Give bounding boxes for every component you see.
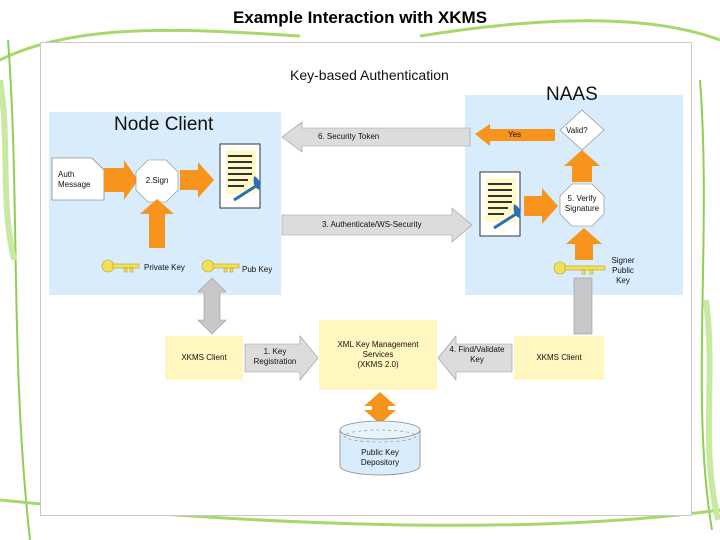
find-validate-arrow bbox=[437, 335, 513, 381]
authenticate-label: 3. Authenticate/WS-Security bbox=[322, 220, 422, 229]
repository-cylinder bbox=[339, 420, 421, 476]
auth-to-sign-arrow bbox=[104, 160, 138, 200]
signer-key-line: Key bbox=[616, 276, 630, 285]
authenticate-arrow bbox=[281, 207, 473, 243]
xkms-client-right-box bbox=[514, 336, 604, 380]
repository-label: Public Key Depository bbox=[340, 448, 420, 468]
verify-label-line: 5. Verify bbox=[567, 194, 597, 203]
sign-to-doc-arrow bbox=[180, 162, 214, 198]
xkms-services-box bbox=[319, 320, 437, 390]
auth-message-label: Auth Message bbox=[52, 170, 108, 190]
repository-line: Public Key bbox=[361, 448, 399, 457]
valid-label: Valid? bbox=[566, 126, 588, 135]
find-validate-line: 4. Find/Validate bbox=[449, 345, 505, 354]
yes-label: Yes bbox=[508, 130, 522, 139]
xkms-client-left-label: XKMS Client bbox=[181, 353, 227, 362]
node-client-label: Node Client bbox=[114, 114, 214, 135]
signed-document-icon-left bbox=[219, 143, 261, 209]
key-registration-line: Registration bbox=[253, 357, 297, 366]
signer-key-line: Signer bbox=[611, 256, 635, 265]
pub-key-icon bbox=[201, 259, 240, 273]
doc-to-verify-arrow bbox=[524, 188, 558, 224]
key-registration-line: 1. Key bbox=[263, 347, 287, 356]
naas-label: NAAS bbox=[546, 84, 598, 105]
xkms-client-left-box bbox=[165, 336, 243, 380]
auth-message-line: Message bbox=[58, 180, 91, 189]
naas-xkms-link-bar bbox=[573, 277, 593, 335]
private-key-up-arrow bbox=[140, 199, 174, 248]
signer-key-line: Public bbox=[612, 266, 634, 275]
repository-line: Depository bbox=[360, 458, 400, 467]
key-registration-arrow bbox=[244, 335, 319, 381]
find-validate-label: 4. Find/Validate Key bbox=[442, 345, 512, 365]
find-validate-line: Key bbox=[470, 355, 484, 364]
node-xkms-link-arrow bbox=[197, 277, 227, 335]
xkms-services-line: XML Key Management bbox=[337, 340, 419, 349]
signed-document-icon-right bbox=[479, 171, 521, 237]
auth-message-line: Auth bbox=[58, 170, 75, 179]
signer-key-label: Signer Public Key bbox=[604, 256, 642, 286]
xkms-services-line: Services bbox=[362, 350, 394, 359]
security-token-label: 6. Security Token bbox=[318, 132, 380, 141]
private-key-label: Private Key bbox=[144, 263, 185, 272]
xkms-client-right-label: XKMS Client bbox=[536, 353, 582, 362]
yes-arrow bbox=[475, 124, 555, 146]
sign-label: 2.Sign bbox=[145, 176, 169, 185]
signer-key-up-arrow bbox=[566, 228, 602, 260]
verify-node bbox=[559, 183, 605, 227]
slide-title: Example Interaction with XKMS bbox=[232, 8, 488, 27]
signer-key-icon bbox=[553, 261, 606, 275]
valid-diamond bbox=[559, 109, 605, 151]
verify-label-line: Signature bbox=[564, 204, 600, 213]
key-registration-label: 1. Key Registration bbox=[250, 347, 300, 367]
diagram-heading: Key-based Authentication bbox=[290, 67, 449, 83]
services-repository-arrow bbox=[364, 392, 396, 424]
verify-label: 5. Verify Signature bbox=[558, 194, 606, 214]
xkms-services-label: XML Key Management Services (XKMS 2.0) bbox=[319, 340, 437, 370]
sign-node bbox=[135, 159, 179, 203]
xkms-services-line: (XKMS 2.0) bbox=[357, 360, 399, 369]
verify-to-valid-arrow bbox=[564, 150, 600, 182]
pub-key-label: Pub Key bbox=[242, 265, 273, 274]
private-key-icon bbox=[101, 259, 140, 273]
security-token-arrow bbox=[281, 121, 471, 153]
